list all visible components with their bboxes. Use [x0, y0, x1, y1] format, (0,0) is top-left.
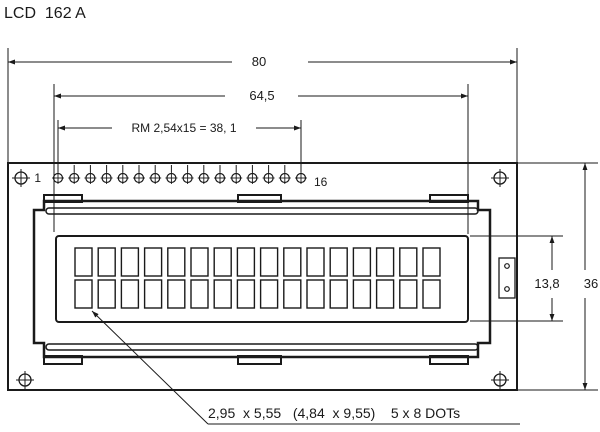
mounting-hole-icon — [491, 371, 509, 389]
character-cell — [236, 247, 256, 277]
clip-tab — [43, 194, 83, 203]
viewing-height-label: 13,8 — [534, 276, 559, 291]
character-cell — [213, 279, 232, 309]
character-cell — [352, 279, 372, 309]
character-cell — [422, 279, 441, 309]
dimension-overall-height: 36 — [518, 162, 598, 391]
character-cell — [259, 279, 279, 309]
clip-tab — [429, 355, 469, 365]
dot-size-note: 2,95 x 5,55 (4,84 x 9,55) 5 x 8 DOTs — [208, 405, 460, 421]
character-cell — [190, 247, 209, 277]
mounting-hole-icon — [12, 169, 30, 187]
pin-icon — [100, 165, 113, 184]
dot-size-leader — [91, 310, 520, 425]
dimension-viewing-height: 13,8 — [470, 235, 563, 322]
backlight-connector — [498, 257, 516, 299]
character-cell — [375, 279, 395, 309]
mounting-hole-icon — [491, 169, 509, 187]
pin-icon — [52, 165, 64, 184]
display-window — [55, 235, 469, 323]
character-cell — [120, 279, 140, 309]
pin-icon — [262, 165, 275, 184]
pin-icon — [197, 165, 210, 184]
hole-span-label: 64,5 — [249, 88, 274, 103]
pin-icon — [278, 165, 291, 184]
top-rail — [45, 207, 479, 215]
module-outline — [7, 162, 518, 391]
pin-icon — [295, 165, 307, 184]
character-cell — [190, 279, 209, 309]
overall-height-label: 36 — [584, 276, 598, 291]
pin-icon — [214, 165, 226, 184]
pin-icon — [149, 165, 162, 184]
character-cell — [143, 247, 163, 277]
pin-icon — [246, 165, 259, 184]
drawing-title: LCD 162 A — [4, 5, 86, 22]
character-cell — [329, 247, 348, 277]
mounting-hole-icon — [16, 371, 34, 389]
character-cell — [306, 247, 325, 277]
character-cell — [213, 247, 232, 277]
pin-span-label: RM 2,54x15 = 38, 1 — [131, 121, 236, 135]
pin-icon — [165, 165, 178, 184]
character-cell — [283, 279, 302, 309]
character-cell — [74, 279, 93, 309]
character-grid — [74, 247, 441, 309]
character-cell — [283, 247, 302, 277]
character-cell — [329, 279, 348, 309]
character-cell — [167, 279, 186, 309]
pin-header — [52, 165, 307, 184]
pin-icon — [181, 165, 194, 184]
character-cell — [74, 247, 93, 277]
clip-tab — [237, 194, 282, 203]
pin-icon — [68, 165, 81, 184]
character-cell — [97, 247, 116, 277]
overall-width-label: 80 — [252, 54, 266, 69]
character-cell — [399, 247, 418, 277]
character-cell — [97, 279, 116, 309]
pin-icon — [133, 165, 145, 184]
pin-last-label: 16 — [314, 175, 328, 189]
bezel-frame — [32, 199, 492, 359]
character-cell — [306, 279, 325, 309]
character-cell — [399, 279, 418, 309]
pin-icon — [84, 165, 97, 184]
pin-icon — [116, 165, 129, 184]
character-cell — [120, 247, 140, 277]
bottom-rail — [45, 343, 479, 351]
clip-tab — [43, 355, 83, 365]
pin-first-label: 1 — [34, 171, 41, 185]
character-cell — [422, 247, 441, 277]
pin-icon — [230, 165, 243, 184]
character-cell — [143, 279, 163, 309]
character-cell — [167, 247, 186, 277]
clip-tab — [237, 355, 282, 365]
character-cell — [375, 247, 395, 277]
character-cell — [236, 279, 256, 309]
character-cell — [259, 247, 279, 277]
clip-tab — [429, 194, 469, 203]
dimension-overall-width: 80 — [7, 48, 518, 162]
character-cell — [352, 247, 372, 277]
dimension-hole-span: 64,5 — [53, 84, 469, 234]
dimension-pin-span: RM 2,54x15 = 38, 1 — [57, 120, 302, 168]
